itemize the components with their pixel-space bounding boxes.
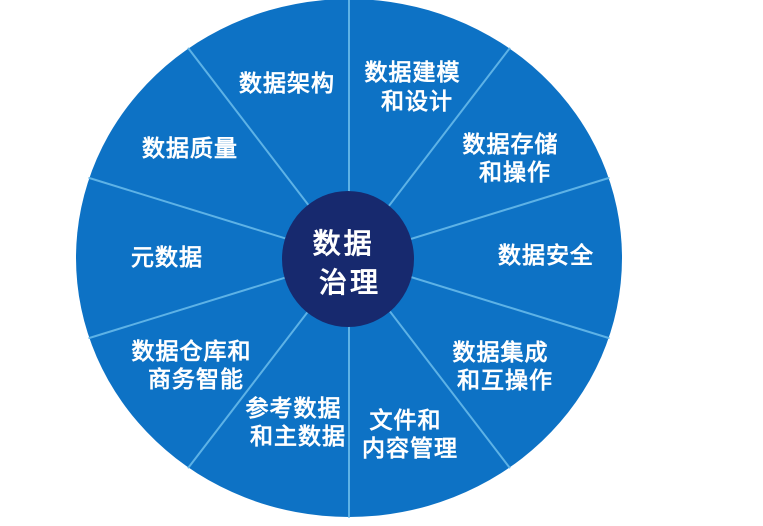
segment-label-document-and-content-management: 文件和 内容管理	[362, 407, 458, 462]
segment-label-data-security: 数据安全	[498, 242, 594, 269]
segment-label-data-warehousing-and-business-intelligence: 数据仓库和 商务智能	[131, 338, 260, 393]
sector-labels: 数据架构 数据建模 和设计 数据存储 和操作 数据安全 数据集成 和互操作 文件…	[131, 60, 594, 462]
segment-label-data-quality: 数据质量	[142, 136, 238, 162]
center-hub-label: 数据 治理	[313, 227, 388, 299]
segment-label-data-storage-and-operations: 数据存储 和操作	[462, 131, 567, 186]
segment-label-data-integration-and-interoperability: 数据集成 和互操作	[452, 339, 557, 394]
segment-label-data-modeling-and-design: 数据建模 和设计	[364, 60, 469, 115]
segment-label-reference-and-master-data: 参考数据 和主数据	[245, 395, 350, 450]
segment-label-data-architecture: 数据架构	[239, 70, 335, 97]
segment-label-metadata: 元数据	[131, 245, 203, 271]
center-hub-circle	[282, 191, 414, 327]
